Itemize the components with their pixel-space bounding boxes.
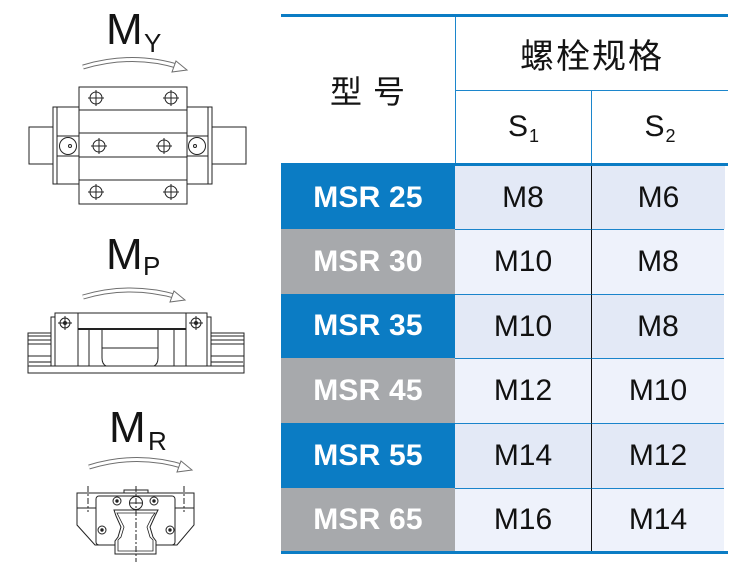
rail-right — [211, 126, 247, 165]
header-s2-main: S — [644, 110, 665, 143]
s1-cell: M10 — [455, 229, 591, 294]
mounting-hole-icon — [88, 90, 179, 200]
model-cell: MSR 55 — [281, 423, 455, 488]
model-cell: MSR 45 — [281, 358, 455, 423]
header-model: 型 号 — [281, 17, 455, 163]
header-bolt-spec: 螺栓规格 — [456, 17, 728, 90]
model-cell: MSR 65 — [281, 488, 455, 551]
roll-moment-label: M — [109, 403, 146, 452]
end-seal-left — [50, 316, 56, 367]
table-row: MSR 25 M8 M6 — [281, 166, 725, 229]
roll-moment-diagram — [76, 457, 195, 562]
moment-arrow-icon — [88, 457, 194, 473]
pitch-moment-subscript: P — [143, 251, 161, 281]
header-s1-sub: 1 — [529, 125, 540, 146]
s1-cell: M14 — [455, 423, 591, 488]
s1-cell: M10 — [455, 294, 591, 358]
s2-cell: M10 — [591, 358, 724, 423]
yaw-moment-label: M — [106, 5, 143, 54]
header-s1-main: S — [507, 110, 528, 143]
rail-left — [28, 126, 54, 165]
s2-cell: M8 — [591, 229, 724, 294]
pitch-moment-diagram — [27, 287, 245, 374]
header-bottom-rule — [281, 163, 728, 166]
table-bottom-rule — [281, 551, 728, 554]
yaw-moment-diagram — [28, 57, 247, 205]
roll-moment-subscript: R — [148, 426, 167, 456]
s2-cell: M8 — [591, 294, 724, 358]
table-row: MSR 65 M16 M14 — [281, 488, 725, 551]
header-s2-sub: 2 — [665, 125, 676, 146]
table-top-rule — [281, 14, 728, 17]
s1-cell: M8 — [455, 166, 591, 229]
table-row: MSR 55 M14 M12 — [281, 423, 725, 488]
header-divider-s1-s2 — [591, 90, 592, 163]
moment-arrow-icon — [82, 287, 187, 303]
lube-nipple-left — [59, 137, 77, 155]
s2-cell: M14 — [591, 488, 724, 551]
model-cell: MSR 30 — [281, 229, 455, 294]
mounting-hole-icon — [58, 316, 203, 330]
moment-diagrams — [27, 57, 247, 562]
end-seal-right — [206, 316, 212, 367]
table-row: MSR 45 M12 M10 — [281, 358, 725, 423]
s2-cell: M6 — [591, 166, 725, 229]
yaw-moment-subscript: Y — [144, 28, 162, 58]
mounting-hole-icon — [97, 496, 175, 535]
header-bolt-spec-label: 螺栓规格 — [520, 38, 664, 76]
lube-nipple-right — [188, 137, 206, 155]
moment-arrow-icon — [82, 57, 189, 73]
table-row: MSR 35 M10 M8 — [281, 294, 725, 358]
model-cell: MSR 25 — [281, 166, 455, 229]
model-cell: MSR 35 — [281, 294, 455, 358]
header-model-label: 型 号 — [330, 74, 406, 110]
carriage-block — [54, 312, 208, 367]
s1-cell: M16 — [455, 488, 591, 551]
s1-cell: M12 — [455, 358, 591, 423]
s2-cell: M12 — [591, 423, 724, 488]
pitch-moment-label: M — [106, 230, 143, 279]
table-row: MSR 30 M10 M8 — [281, 229, 725, 294]
